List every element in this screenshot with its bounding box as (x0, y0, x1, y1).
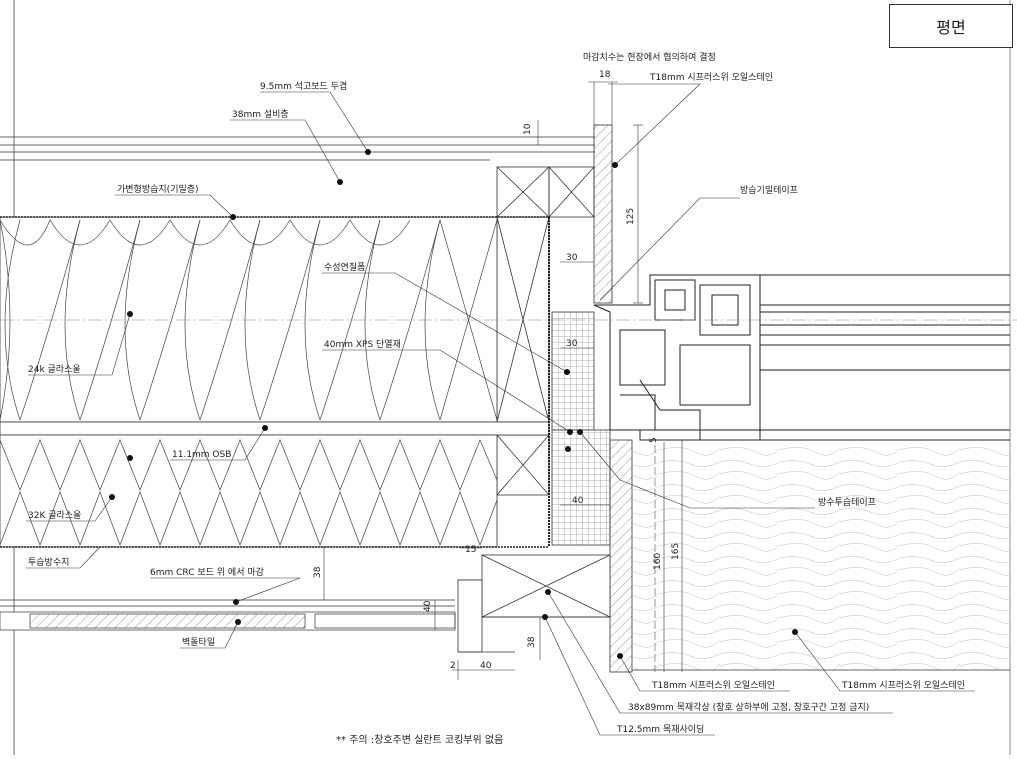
dim-40a: 40 (572, 496, 584, 506)
dim-160: 160 (653, 553, 663, 570)
label-site-note: 마감치수는 현장에서 협의하여 결정 (583, 51, 716, 63)
gypsum-board-layers (0, 136, 595, 161)
label-service: 38mm 설비층 (232, 109, 289, 120)
label-airtight: 방습기밀테이프 (740, 184, 798, 196)
label-osb: 11.1mm OSB (172, 450, 231, 460)
dim-18: 18 (599, 70, 611, 80)
dim-2: 2 (450, 661, 456, 671)
caulking-note: ** 주의 :창호주변 실란트 코킹부위 없음 (336, 735, 504, 746)
dimension-lines (323, 81, 683, 680)
dim-40c: 40 (480, 661, 492, 671)
annotation-labels: 9.5mm 석고보드 두겹 38mm 설비층 가변형방습지(기밀층) 수성연질폼… (28, 51, 965, 735)
dimension-labels: 18 10 125 30 30 5 40 15 38 40 160 165 38… (313, 70, 681, 671)
label-gw24: 24k 글라스울 (28, 364, 81, 375)
glass-wool-32k-layer (0, 434, 549, 548)
dim-30a: 30 (566, 253, 578, 263)
glass-wool-24k-layer (0, 216, 549, 423)
dim-38b: 38 (527, 636, 537, 648)
label-cypress-bottom1: T18mm 시프러스위 오일스테인 (651, 680, 775, 691)
label-gypsum: 9.5mm 석고보드 두겹 (260, 80, 347, 92)
label-xps: 40mm XPS 단열재 (324, 339, 401, 350)
label-waterproof-tape: 방수투습테이프 (818, 497, 876, 508)
dim-30b: 30 (566, 339, 578, 349)
label-gw32: 32K 글라스울 (28, 510, 81, 521)
view-title-box: 평면 (889, 4, 1013, 48)
exterior-finish-layers (0, 599, 456, 631)
label-batten: 38x89mm 목재각상 (창호 상하부에 고정, 창호구간 고정 금지) (628, 701, 869, 713)
leader-lines (26, 83, 975, 736)
dim-125: 125 (626, 208, 636, 225)
dim-10: 10 (523, 123, 533, 135)
window-frame (593, 274, 1010, 441)
dim-15: 15 (465, 545, 476, 555)
label-siding: T12.5mm 목재사이딩 (616, 724, 704, 735)
label-membrane: 투습방수지 (28, 557, 69, 568)
label-foam: 수성연질폼 (324, 261, 365, 273)
osb-sheathing (0, 421, 550, 436)
xps-insulation (548, 217, 611, 547)
label-vapor: 가변형방습지(기밀층) (117, 183, 199, 195)
dim-38a: 38 (313, 566, 323, 578)
dim-40b: 40 (423, 600, 433, 612)
label-cypress-bottom2: T18mm 시프러스위 오일스테인 (841, 680, 965, 691)
label-brick: 벽돌타일 (182, 637, 215, 648)
label-cypress-top: T18mm 시프러스위 오일스테인 (649, 72, 773, 83)
dim-5: 5 (649, 437, 659, 443)
exterior-wood-area (632, 445, 1010, 672)
cypress-trim-boards (593, 124, 633, 673)
view-title: 평면 (936, 18, 966, 37)
label-crc: 6mm CRC 보드 위 에서 마감 (150, 566, 264, 578)
leader-dots (109, 149, 798, 659)
wood-batten (457, 554, 611, 653)
dim-165: 165 (671, 543, 681, 560)
